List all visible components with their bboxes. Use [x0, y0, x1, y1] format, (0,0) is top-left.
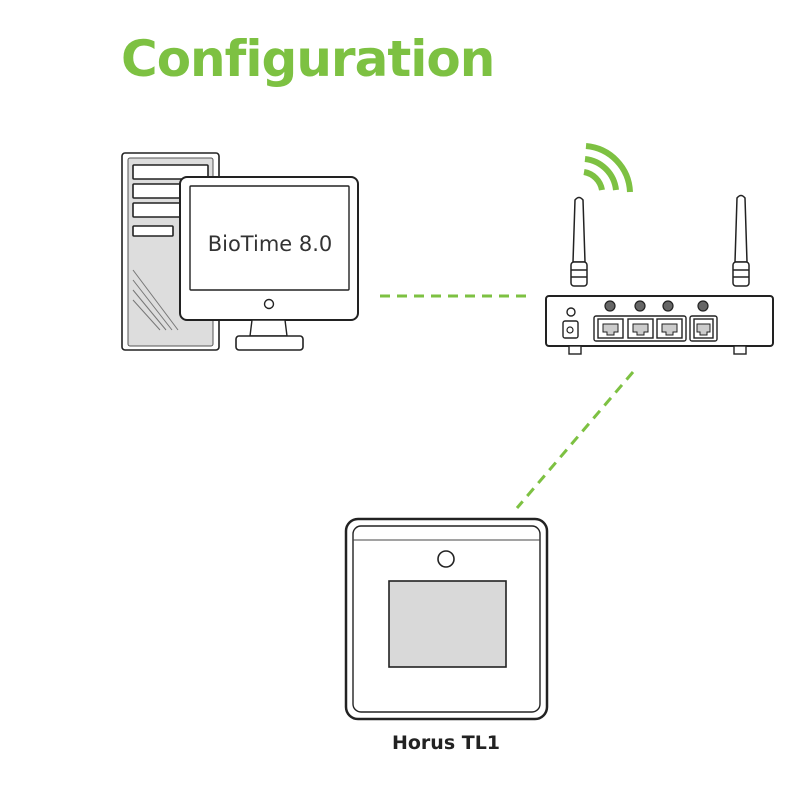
desktop-computer-icon — [121, 152, 359, 351]
wifi-signal-icon — [583, 143, 633, 193]
terminal-label: Horus TL1 — [392, 732, 500, 754]
ethernet-ports — [593, 315, 718, 342]
terminal-screen — [388, 580, 507, 668]
power-button-icon — [263, 298, 275, 310]
pc-monitor — [179, 176, 359, 351]
page-title: Configuration — [121, 30, 495, 88]
wifi-router-icon — [545, 143, 774, 355]
connection-router-terminal — [515, 371, 635, 509]
monitor-screen-text: BioTime 8.0 — [208, 232, 333, 256]
camera-icon — [437, 550, 455, 568]
network-connections — [380, 294, 635, 509]
time-attendance-terminal-icon — [344, 517, 549, 721]
